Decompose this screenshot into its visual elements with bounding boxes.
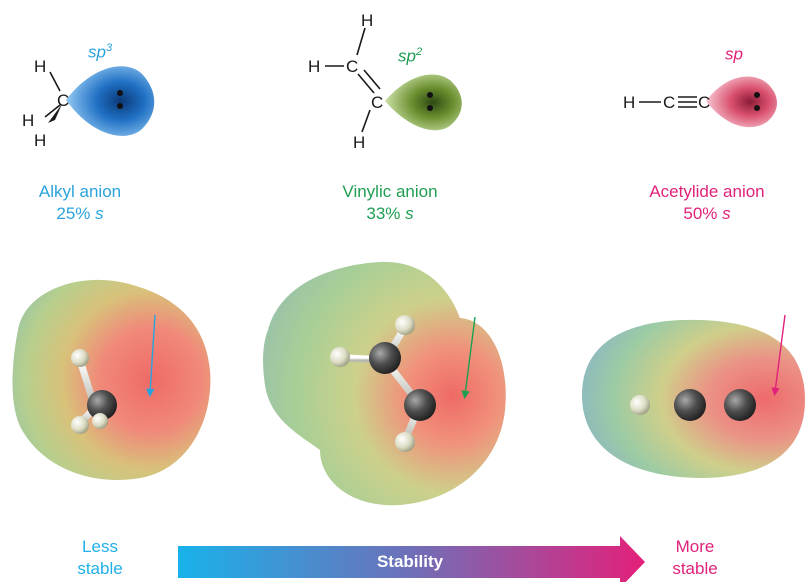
- stability-arrow: [178, 536, 645, 582]
- more-stable-label: More stable: [672, 537, 718, 578]
- sp-orbital-lobe: [706, 76, 777, 128]
- hybridization-label-alkyl: sp3: [88, 42, 113, 62]
- acetylide-anion-label: Acetylide anion 50% s: [612, 181, 802, 225]
- vinylic-atom-h-left: H: [308, 57, 320, 76]
- alkyl-atom-h-left: H: [22, 111, 34, 130]
- less-stable-label: Less stable: [77, 537, 123, 578]
- epmap-alkyl: [12, 279, 211, 480]
- lone-pair-pointer-acetylide: [771, 314, 786, 397]
- alkyl-atom-h-bottom: H: [34, 131, 46, 150]
- vinylic-atom-h-top: H: [361, 11, 373, 30]
- acetylide-atom-h: H: [623, 93, 635, 112]
- sp2-orbital-lobe: [385, 74, 462, 131]
- vinylic-atom-c1: C: [346, 57, 358, 76]
- epmap-alkyl-surface: [12, 279, 211, 480]
- lone-pair-pointer-alkyl: [146, 314, 156, 398]
- alkyl-anion-s-character: 25% s: [56, 204, 104, 223]
- acetylide-anion-s-character: 50% s: [683, 204, 731, 223]
- acetylide-anion-name: Acetylide anion: [649, 182, 765, 201]
- vinylic-structure: H H C C H: [308, 11, 462, 152]
- alkyl-atom-h-top: H: [34, 57, 46, 76]
- alkyl-atom-c: C: [57, 91, 69, 110]
- acetylide-atom-c1: C: [663, 93, 675, 112]
- lone-pair-pointer-vinylic: [461, 316, 476, 400]
- sp3-orbital-lobe: [66, 66, 155, 136]
- stability-arrow-label: Stability: [376, 552, 444, 571]
- vinylic-atom-c2: C: [371, 93, 383, 112]
- epmap-vinylic-surface: [263, 261, 506, 506]
- vinylic-anion-s-character: 33% s: [366, 204, 414, 223]
- vinylic-anion-name: Vinylic anion: [342, 182, 438, 201]
- alkyl-anion-name: Alkyl anion: [38, 182, 122, 201]
- alkyl-anion-label: Alkyl anion 25% s: [0, 181, 160, 225]
- epmap-acetylide: [582, 314, 805, 478]
- vinylic-atom-h-bottom: H: [353, 133, 365, 152]
- hybridization-label-acetylide: sp: [725, 44, 743, 64]
- epmap-vinylic: [263, 261, 506, 506]
- vinylic-anion-label: Vinylic anion 33% s: [300, 181, 480, 225]
- acetylide-atom-c2: C: [698, 93, 710, 112]
- acetylide-structure: H C C: [623, 76, 777, 128]
- hybridization-label-vinylic: sp2: [398, 46, 423, 66]
- alkyl-structure: H C H H: [22, 57, 155, 150]
